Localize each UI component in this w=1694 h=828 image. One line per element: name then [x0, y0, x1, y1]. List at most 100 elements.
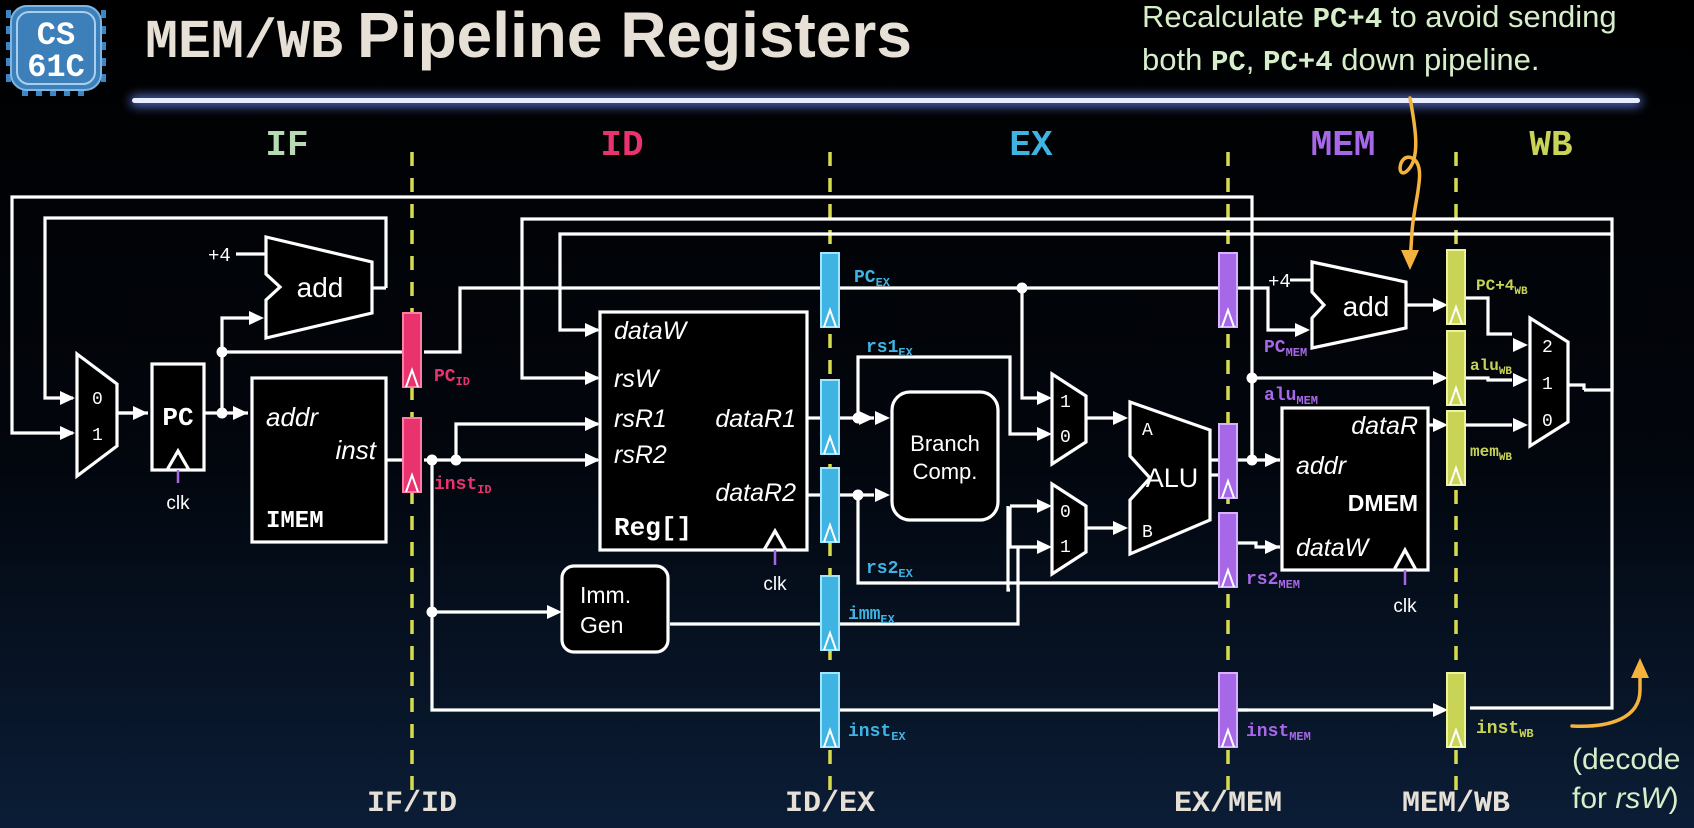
regfile-clk-label: clk — [763, 574, 787, 595]
decode-note-line2-pre: for — [1572, 782, 1615, 815]
signal-rs2-mem: rs2MEM — [1246, 570, 1300, 592]
note-line1-pre: Recalculate — [1142, 0, 1313, 34]
branch-line1: Branch — [910, 431, 980, 456]
if-plus4-label: +4 — [208, 245, 231, 267]
wb-mux-input-2: 2 — [1542, 338, 1553, 358]
imem-block: addr inst IMEM — [250, 376, 405, 544]
alu-input-b: B — [1142, 523, 1153, 543]
dmem-clk-label: clk — [1393, 596, 1417, 617]
imem-addr-port: addr — [266, 402, 319, 432]
svg-text:both PC, PC+4 down pipeline.: both PC, PC+4 down pipeline. — [1142, 42, 1539, 79]
stage-mem: MEM — [1311, 125, 1376, 166]
note-line1-code: PC+4 — [1313, 3, 1383, 36]
decode-note-line2-italic: rsW — [1615, 782, 1671, 815]
mux-a-input-1: 1 — [1060, 393, 1071, 413]
annotation-arrow-pc4 — [1398, 96, 1422, 270]
stage-ex: EX — [1009, 125, 1053, 166]
title-text: Pipeline Registers — [357, 0, 912, 71]
pc4-note: Recalculate PC+4 to avoid sending both P… — [1142, 0, 1617, 79]
svg-text:Recalculate PC+4 to avoid send: Recalculate PC+4 to avoid sending — [1142, 0, 1617, 36]
pc-mux: 0 1 — [75, 350, 119, 480]
note-line1-post: to avoid sending — [1382, 0, 1616, 34]
dmem-name: DMEM — [1348, 490, 1418, 516]
pc-mux-input-0: 0 — [92, 390, 103, 410]
mem-plus4-label: +4 — [1268, 271, 1291, 293]
signal-inst-id: instID — [434, 475, 492, 497]
imem-name: IMEM — [266, 508, 324, 535]
regfile-rsr1-port: rsR1 — [614, 405, 667, 433]
signal-alu-mem: aluMEM — [1264, 386, 1318, 408]
dmem-datar-port: dataR — [1351, 412, 1418, 440]
decode-note-line2-post: ) — [1669, 782, 1679, 815]
imm-gen-block: Imm. Gen — [560, 564, 670, 654]
svg-text:for rsW): for rsW) — [1572, 782, 1679, 815]
regfile-dataw-port: dataW — [614, 317, 689, 345]
signal-rs2-ex: rs2EX — [866, 559, 914, 581]
dmem-block: dataR addr DMEM dataW clk — [1280, 406, 1430, 617]
if-adder-label: add — [297, 272, 344, 303]
note-line2-pre: both — [1142, 42, 1211, 77]
stage-wb: WB — [1529, 125, 1572, 166]
signal-imm-ex: immEX — [848, 605, 896, 627]
pc-register: PC clk — [150, 362, 206, 514]
register-file: dataW rsW rsR1 rsR2 dataR1 dataR2 Reg[] … — [598, 310, 809, 595]
alu-block: ALU A B — [1128, 399, 1212, 557]
pc-clk-label: clk — [166, 493, 190, 514]
immgen-line1: Imm. — [580, 582, 631, 608]
decode-note: (decode for rsW) — [1572, 743, 1680, 815]
wb-mux-input-0: 0 — [1542, 412, 1553, 432]
imem-inst-port: inst — [336, 435, 378, 465]
annotation-arrow-decode — [1570, 658, 1649, 728]
signal-alu-wb: aluWB — [1470, 357, 1512, 378]
signal-pc-mem: PCMEM — [1264, 338, 1307, 360]
arrowheads — [60, 298, 1528, 717]
wb-mux: 2 1 0 — [1528, 315, 1570, 449]
if-id-registers — [402, 312, 422, 493]
dmem-addr-port: addr — [1296, 452, 1348, 480]
logo-line2: 61C — [27, 49, 85, 86]
note-line2-code2: PC+4 — [1263, 46, 1333, 79]
mem-wb-registers — [1446, 249, 1466, 748]
signal-inst-mem: instMEM — [1246, 722, 1311, 744]
signal-inst-wb: instWB — [1476, 719, 1534, 741]
regfile-name: Reg[] — [614, 513, 692, 543]
signal-pc-id: PCID — [434, 367, 470, 389]
stage-if: IF — [265, 125, 308, 166]
branch-comparator: Branch Comp. — [890, 390, 1000, 522]
mem-adder: add +4 — [1268, 260, 1408, 350]
note-line2-mid: , — [1246, 42, 1263, 77]
id-ex-clock-marks — [823, 306, 837, 748]
regfile-datar1-port: dataR1 — [715, 405, 796, 433]
mux-a-input-0: 0 — [1060, 428, 1071, 448]
id-ex-registers — [820, 252, 840, 748]
regfile-rsw-port: rsW — [614, 365, 661, 393]
mux-b-input-1: 1 — [1060, 538, 1071, 558]
note-line2-post: down pipeline. — [1333, 42, 1540, 77]
branch-line2: Comp. — [913, 459, 978, 484]
pc-label: PC — [162, 403, 193, 433]
signal-mem-wb: memWB — [1470, 443, 1512, 464]
junctions — [216, 282, 1258, 618]
mux-b-input-0: 0 — [1060, 503, 1071, 523]
dmem-dataw-port: dataW — [1296, 534, 1371, 562]
alu-input-a: A — [1142, 421, 1153, 441]
signal-pc4-wb: PC+4WB — [1476, 277, 1528, 298]
regfile-datar2-port: dataR2 — [715, 479, 796, 507]
reg-label-if-id: IF/ID — [367, 787, 457, 821]
alu-label: ALU — [1146, 463, 1199, 493]
if-adder: add +4 — [208, 234, 386, 341]
ex-mem-registers — [1218, 252, 1238, 748]
note-line2-code1: PC — [1211, 46, 1246, 79]
stage-id: ID — [600, 125, 643, 166]
logo-line1: CS — [37, 17, 75, 54]
signal-inst-ex: instEX — [848, 722, 906, 744]
mem-wb-clock-marks — [1449, 303, 1463, 748]
wb-mux-input-1: 1 — [1542, 375, 1553, 395]
reg-label-mem-wb: MEM/WB — [1402, 787, 1510, 821]
signal-pc-ex: PCEX — [854, 268, 891, 290]
ex-mem-clock-marks — [1221, 306, 1235, 748]
wires — [10, 195, 1614, 712]
mem-adder-label: add — [1343, 291, 1390, 322]
